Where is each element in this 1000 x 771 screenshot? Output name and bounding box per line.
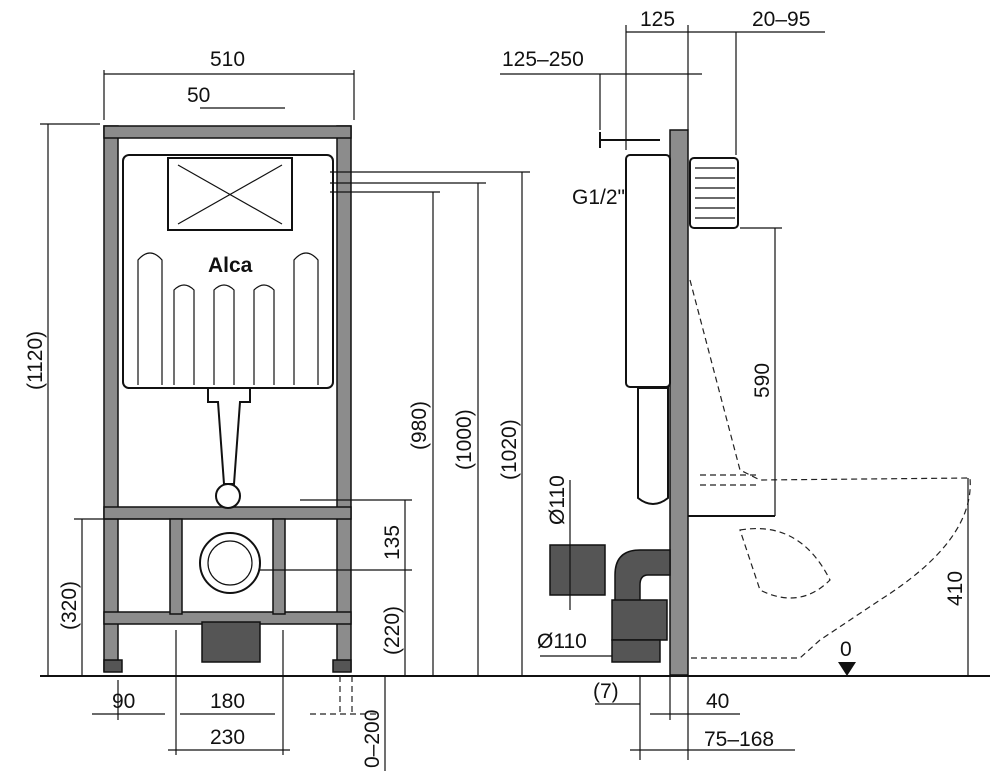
dim-inlet-offset: 50 bbox=[187, 84, 210, 107]
front-dimension-lines bbox=[40, 70, 530, 771]
dim-height-410: 410 bbox=[944, 571, 967, 606]
dim-height-980: (980) bbox=[408, 401, 431, 450]
dim-height-220: (220) bbox=[381, 606, 404, 655]
dim-pipe-diameter-1: Ø110 bbox=[546, 475, 569, 525]
dim-width-180: 180 bbox=[210, 690, 245, 713]
dim-depth-125: 125 bbox=[640, 8, 675, 31]
dim-depth-125-250: 125–250 bbox=[502, 48, 584, 71]
dim-width-total: 510 bbox=[210, 48, 245, 71]
dim-pipe-diameter-2: Ø110 bbox=[537, 630, 587, 653]
dim-depth-75-168: 75–168 bbox=[704, 728, 774, 751]
label-water-inlet: G1/2" bbox=[572, 186, 625, 209]
side-frame bbox=[549, 129, 775, 676]
side-dimension-lines bbox=[500, 25, 969, 760]
dim-height-590: 590 bbox=[751, 363, 774, 398]
dim-depth-40: 40 bbox=[706, 690, 729, 713]
dim-adjust-0-200: 0–200 bbox=[361, 710, 384, 768]
label-zero: 0 bbox=[840, 638, 852, 661]
dim-depth-20-95: 20–95 bbox=[752, 8, 810, 31]
dim-width-90: 90 bbox=[112, 690, 135, 713]
dim-offset-7: (7) bbox=[593, 680, 619, 703]
dim-height-1020: (1020) bbox=[498, 419, 521, 480]
dim-height-1000: (1000) bbox=[453, 409, 476, 470]
dim-height-320: (320) bbox=[58, 581, 81, 630]
brand-logo: Alca bbox=[208, 254, 253, 277]
dim-height-total: (1120) bbox=[24, 331, 47, 390]
dim-height-135: 135 bbox=[381, 525, 404, 560]
front-cistern bbox=[122, 154, 334, 663]
zero-marker-icon bbox=[838, 662, 856, 676]
wc-bowl-outline bbox=[689, 279, 971, 659]
dim-width-230: 230 bbox=[210, 726, 245, 749]
